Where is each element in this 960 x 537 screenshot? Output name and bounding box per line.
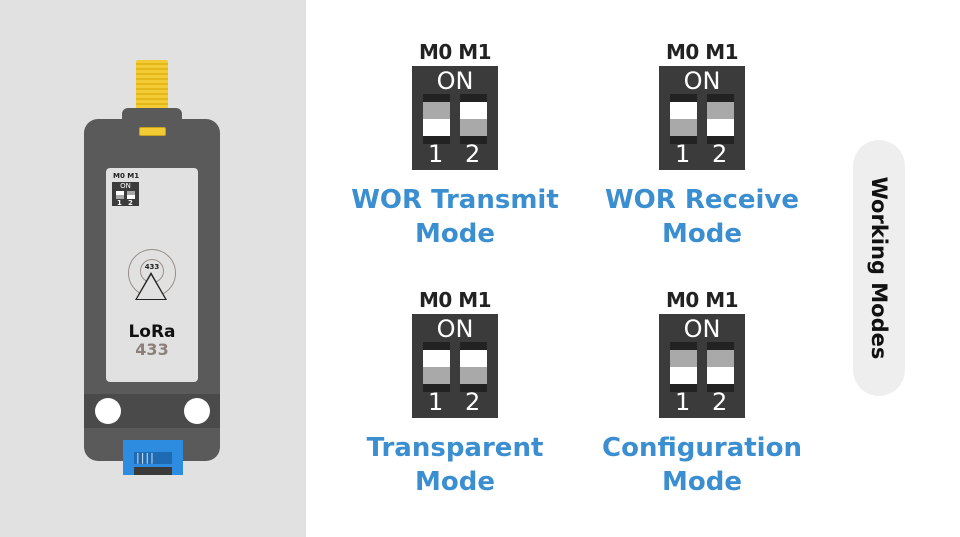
working-modes-label: Working Modes	[867, 176, 891, 360]
mounting-hole-left	[95, 398, 121, 424]
mode-title-line1: WOR Transmit	[351, 185, 559, 215]
switch-1	[423, 342, 450, 392]
switch-1	[423, 94, 450, 144]
mini-dip-switch: ON 1 2	[112, 182, 139, 207]
module-frequency: 433	[135, 340, 169, 359]
mini-switch-header: M0 M1	[113, 172, 140, 180]
switch-2	[460, 94, 487, 144]
switch-1	[670, 94, 697, 144]
mini-switch-2	[127, 191, 135, 199]
mode-title-line1: Transparent	[366, 433, 544, 463]
connector-pins: ||||	[136, 451, 155, 464]
on-label: ON	[436, 315, 474, 343]
switch-header: M0 M1	[665, 40, 739, 64]
switch-number-1: 1	[428, 140, 444, 168]
switch-number-1: 1	[675, 140, 691, 168]
dip-switch: ON 1 2	[659, 66, 745, 170]
mode-title-line2: Mode	[415, 219, 495, 249]
switch-2	[707, 94, 734, 144]
switch-number-2: 2	[465, 388, 481, 416]
switch-number-2: 2	[712, 140, 728, 168]
working-modes-pill	[853, 140, 905, 396]
status-led	[139, 127, 166, 136]
switch-number-2: 2	[465, 140, 481, 168]
mini-number-1: 1	[117, 199, 122, 207]
mini-on-label: ON	[120, 182, 131, 190]
mode-title-line1: Configuration	[602, 433, 802, 463]
on-label: ON	[683, 315, 721, 343]
antenna-connector	[136, 60, 168, 110]
on-label: ON	[436, 67, 474, 95]
mounting-hole-right	[184, 398, 210, 424]
switch-1	[670, 342, 697, 392]
mode-title-line2: Mode	[415, 467, 495, 497]
switch-2	[460, 342, 487, 392]
switch-2	[707, 342, 734, 392]
on-label: ON	[683, 67, 721, 95]
switch-header: M0 M1	[418, 40, 492, 64]
switch-header: M0 M1	[665, 288, 739, 312]
mini-switch-1	[116, 191, 124, 199]
mode-title-line2: Mode	[662, 219, 742, 249]
switch-header: M0 M1	[418, 288, 492, 312]
frequency-badge: 433	[144, 263, 160, 271]
switch-number-1: 1	[675, 388, 691, 416]
module-name: LoRa	[128, 322, 176, 342]
mini-number-2: 2	[128, 199, 133, 207]
mode-title-line1: WOR Receive	[604, 185, 800, 215]
switch-number-1: 1	[428, 388, 444, 416]
mode-title-line2: Mode	[662, 467, 742, 497]
switch-number-2: 2	[712, 388, 728, 416]
dip-switch: ON 1 2	[412, 66, 498, 170]
dip-switch: ON 1 2	[659, 314, 745, 418]
dip-switch: ON 1 2	[412, 314, 498, 418]
